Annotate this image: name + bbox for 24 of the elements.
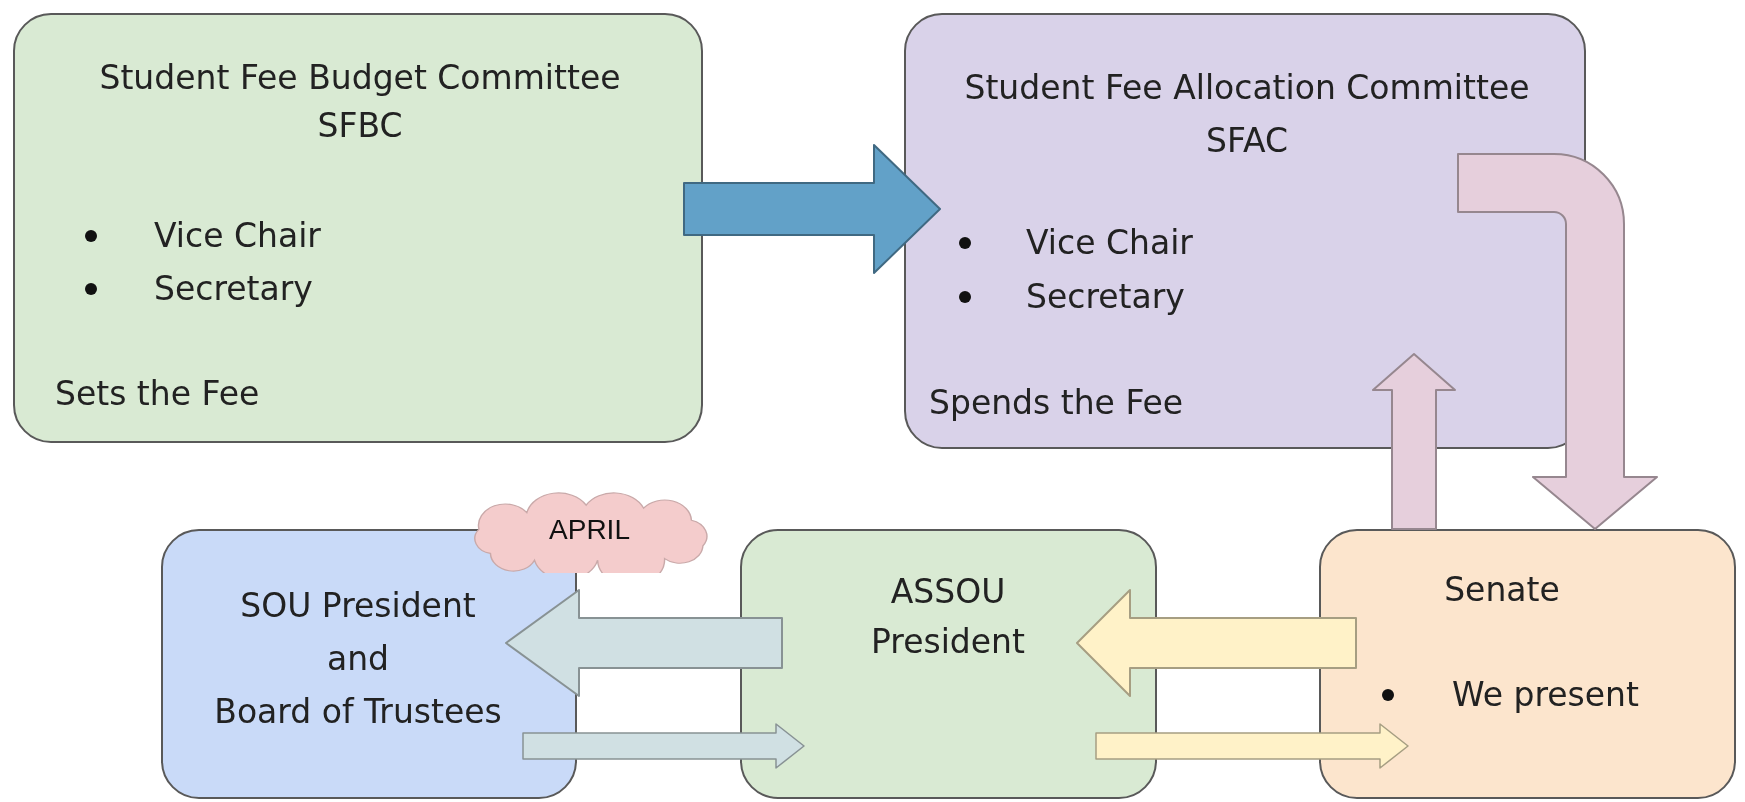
committee-title: Student Fee Allocation Committee SFAC xyxy=(963,67,1531,162)
block-arrow xyxy=(522,723,805,769)
node-label: Senate xyxy=(1443,569,1561,611)
committee-role: Spends the Fee xyxy=(929,382,1184,424)
block-arrow xyxy=(505,589,783,697)
block-arrow xyxy=(1095,723,1409,769)
node-label: ASSOU President xyxy=(870,571,1026,663)
list-item: Secretary xyxy=(1026,276,1185,318)
process-box xyxy=(1319,529,1736,799)
list-item: Vice Chair xyxy=(154,215,321,257)
committee-role: Sets the Fee xyxy=(55,373,260,415)
list-item: We present xyxy=(1452,674,1639,716)
cloud-label: APRIL xyxy=(548,513,631,547)
list-item: Vice Chair xyxy=(1026,222,1193,264)
process-box xyxy=(740,529,1157,799)
committee-box xyxy=(13,13,703,443)
list-item: Secretary xyxy=(154,268,313,310)
committee-box xyxy=(904,13,1586,449)
block-arrow xyxy=(1076,589,1357,697)
node-label: SOU President and Board of Trustees xyxy=(213,585,503,733)
block-arrow xyxy=(683,144,941,274)
committee-title: Student Fee Budget Committee SFBC xyxy=(98,57,622,147)
block-arrow xyxy=(1457,153,1658,530)
block-arrow xyxy=(1372,353,1456,530)
